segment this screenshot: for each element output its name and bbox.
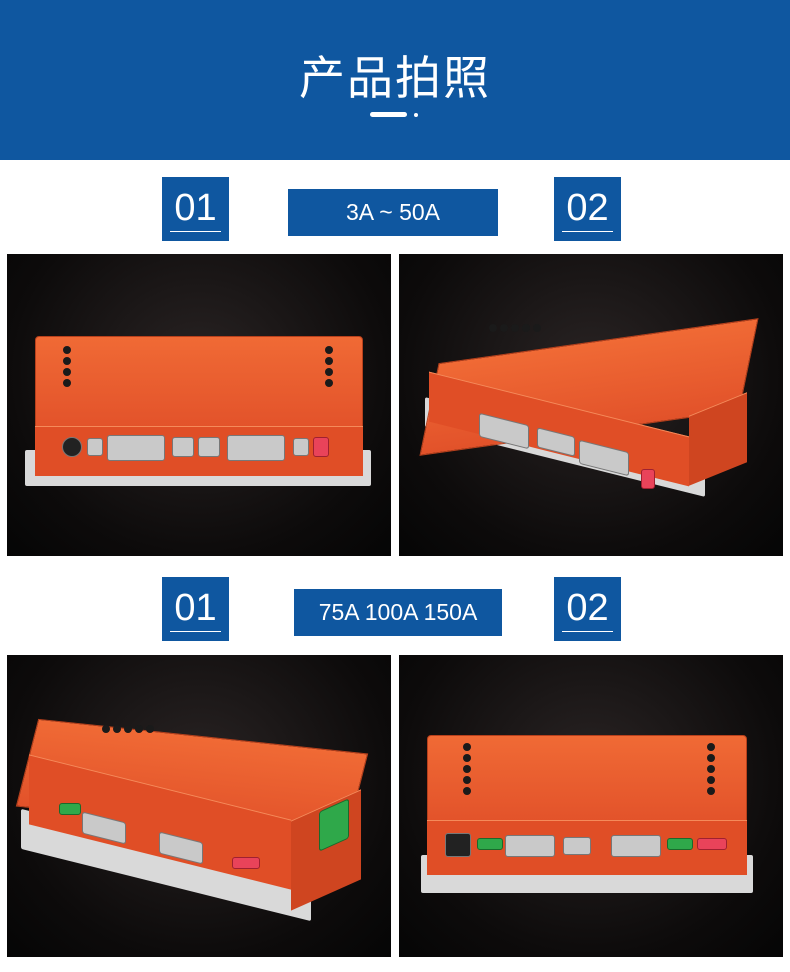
section1-label: 3A ~ 50A [288,189,498,236]
product-photo-small-front [7,254,391,556]
number-text: 01 [170,185,221,232]
product-photo-small-angle [399,254,783,556]
number-text: 01 [170,585,221,632]
page-header: 产品拍照 [0,0,790,160]
number-text: 02 [562,585,613,632]
section2-right-number: 02 [554,577,621,641]
section2-left-number: 01 [162,577,229,641]
product-photo-large-front [399,655,783,957]
section1-left-number: 01 [162,177,229,241]
title-underline-dash [370,112,407,117]
section2-label: 75A 100A 150A [294,589,502,636]
page-title: 产品拍照 [299,51,491,105]
product-photo-large-angle [7,655,391,957]
title-underline-dot [414,113,418,117]
number-text: 02 [562,185,613,232]
section1-right-number: 02 [554,177,621,241]
